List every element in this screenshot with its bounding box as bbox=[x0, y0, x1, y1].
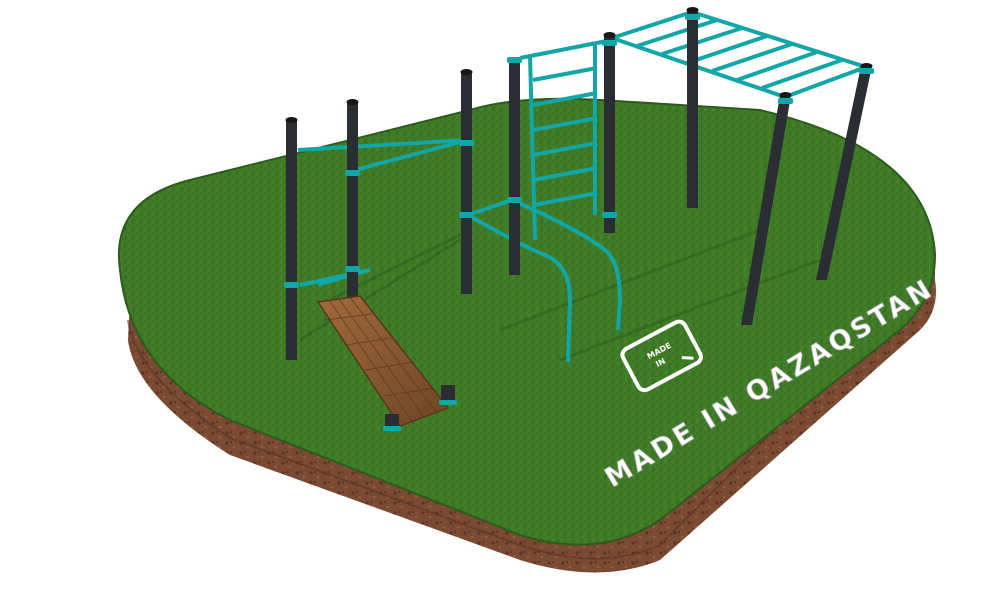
post bbox=[603, 32, 616, 233]
pull-up-bar-station bbox=[297, 138, 469, 287]
incline-bench bbox=[316, 295, 457, 431]
soil-base bbox=[127, 250, 936, 573]
grass-platform bbox=[117, 97, 937, 546]
post bbox=[508, 57, 521, 275]
post bbox=[741, 92, 792, 325]
logo-text-line2: IN bbox=[654, 356, 667, 368]
post bbox=[816, 63, 873, 280]
post bbox=[460, 69, 473, 294]
post bbox=[686, 7, 699, 208]
post bbox=[285, 117, 298, 360]
dip-bars bbox=[467, 198, 623, 363]
logo-frame bbox=[620, 319, 703, 393]
monkey-bars bbox=[611, 10, 867, 99]
post bbox=[346, 99, 359, 302]
posts bbox=[284, 7, 874, 360]
